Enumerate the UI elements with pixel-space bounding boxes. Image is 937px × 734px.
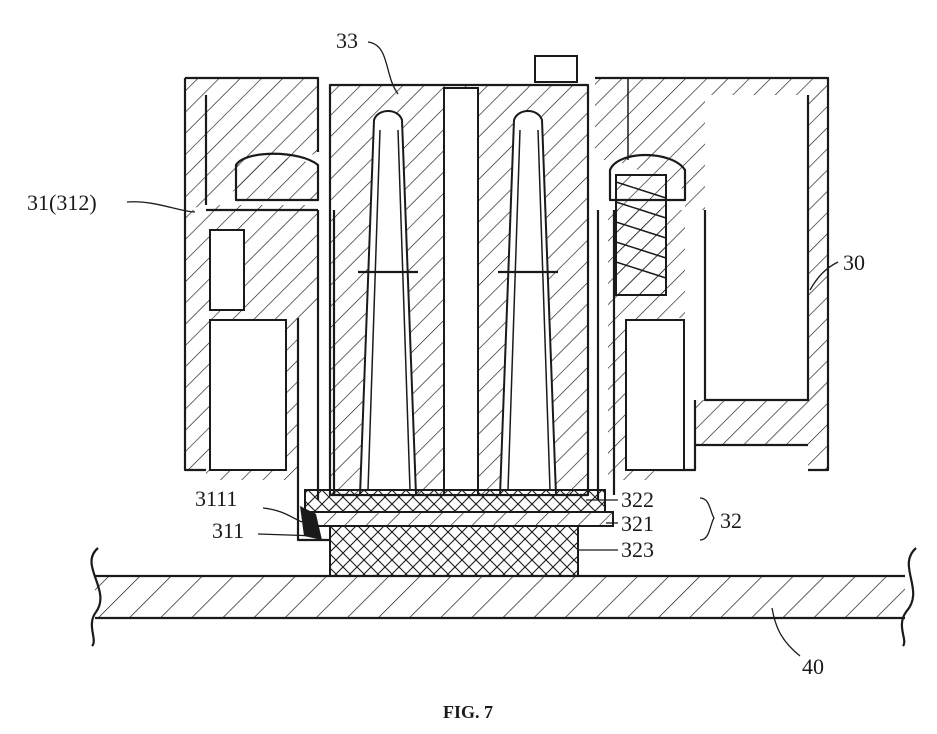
label-311: 311 <box>212 518 244 543</box>
label-32: 32 <box>720 508 742 533</box>
label-31-312: 31(312) <box>27 190 97 215</box>
core-33 <box>330 85 588 495</box>
label-322: 322 <box>621 487 654 512</box>
label-33: 33 <box>336 28 358 53</box>
seal-assembly-32 <box>300 490 613 576</box>
figure-caption: FIG. 7 <box>443 702 493 722</box>
label-323: 323 <box>621 537 654 562</box>
label-30: 30 <box>843 250 865 275</box>
label-321: 321 <box>621 511 654 536</box>
label-3111: 3111 <box>195 486 237 511</box>
brace-32 <box>700 498 714 540</box>
label-40: 40 <box>802 654 824 679</box>
